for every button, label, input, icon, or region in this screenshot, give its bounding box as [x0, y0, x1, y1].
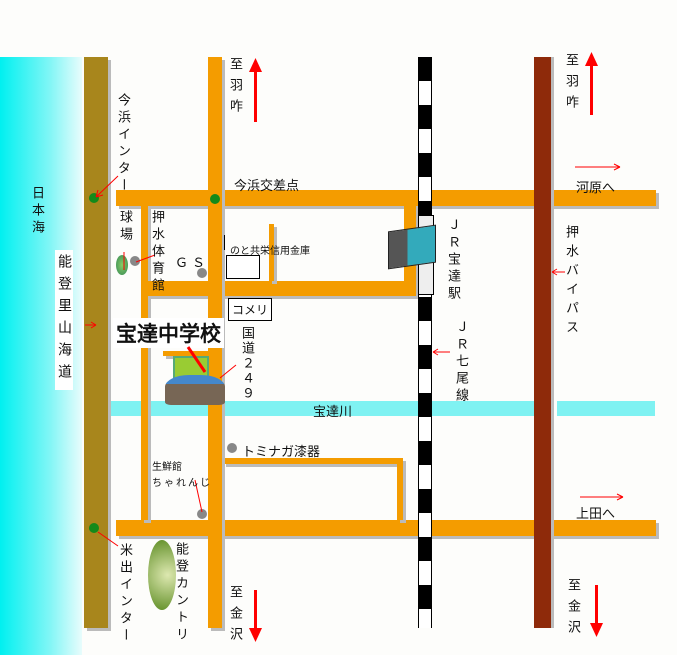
imahama-ic-marker	[89, 193, 99, 203]
label-to-ueda: 上田へ	[576, 507, 616, 522]
label-tominaga: トミナガ漆器	[242, 445, 321, 460]
label-to-hakui-left: 至羽咋	[227, 57, 242, 120]
road-tominaga	[223, 458, 403, 464]
station-building-icon	[388, 224, 436, 270]
bank-building	[226, 255, 260, 279]
noto-satoyama-road	[84, 57, 108, 628]
tominaga-marker	[227, 443, 237, 453]
jr-nanao-line	[418, 57, 432, 628]
road-west-inner	[141, 206, 148, 520]
intersection-marker	[210, 194, 220, 204]
golf-course-icon	[148, 540, 176, 610]
school-label: 宝達中学校	[113, 318, 224, 348]
road-ueda	[116, 520, 656, 536]
gym-marker	[130, 256, 140, 266]
arrow-noto-road	[85, 321, 97, 329]
gs-marker	[197, 268, 207, 278]
school-building-icon	[165, 375, 225, 405]
label-to-kanazawa-right: 至金沢	[565, 578, 580, 641]
mede-ic-marker	[89, 523, 99, 533]
school-arrow	[186, 346, 207, 373]
road-tominaga-east	[397, 458, 403, 520]
label-imahama-ic: 今浜インター	[115, 93, 130, 195]
road-imahama	[116, 190, 656, 206]
arrow-seisenkan	[194, 479, 203, 513]
label-route249: 国道２４９	[239, 326, 254, 401]
label-jr-line: ＪＲ七尾線	[453, 320, 468, 405]
label-bank: のと共栄信用金庫	[230, 246, 310, 257]
label-gs: ＧＳ	[175, 256, 210, 271]
arrow-imahama-ic	[95, 175, 119, 198]
arrow-jr-line	[432, 348, 450, 356]
label-sea: 日本海	[29, 186, 44, 237]
ballpark-icon	[116, 255, 128, 275]
label-seisenkan-2: ちゃれんじ	[152, 478, 212, 489]
arrow-249	[219, 364, 237, 379]
label-to-kawara: 河原へ	[576, 181, 616, 196]
bank-tick	[224, 235, 225, 250]
river-east	[557, 401, 655, 416]
arrow-ueda	[580, 493, 624, 501]
oshimizu-bypass	[534, 57, 551, 628]
label-bypass: 押水バイパス	[563, 225, 578, 339]
label-station: ＪＲ宝達駅	[445, 218, 460, 303]
label-river: 宝達川	[313, 405, 353, 420]
arrow-kawara	[575, 163, 621, 171]
label-seisenkan-1: 生鮮館	[152, 462, 182, 473]
arrow-gym	[135, 254, 156, 263]
seisenkan-marker	[197, 509, 207, 519]
label-to-hakui-right: 至羽咋	[563, 53, 578, 116]
komeri: コメリ	[228, 298, 273, 321]
label-noto-road: 能登里山海道	[55, 250, 73, 390]
arrow-bypass	[551, 268, 565, 276]
label-mede-ic: 米出インター	[117, 543, 132, 645]
label-gym: 押水体育館	[149, 210, 164, 295]
arrow-mede-ic	[97, 531, 119, 547]
label-noto-country: 能登カントリ	[173, 542, 188, 644]
road-school	[163, 351, 208, 356]
label-imahama-intersection: 今浜交差点	[234, 179, 300, 194]
road-small	[269, 224, 274, 281]
label-to-kanazawa-left: 至金沢	[227, 585, 242, 648]
label-ballpark: 球場	[117, 210, 132, 244]
